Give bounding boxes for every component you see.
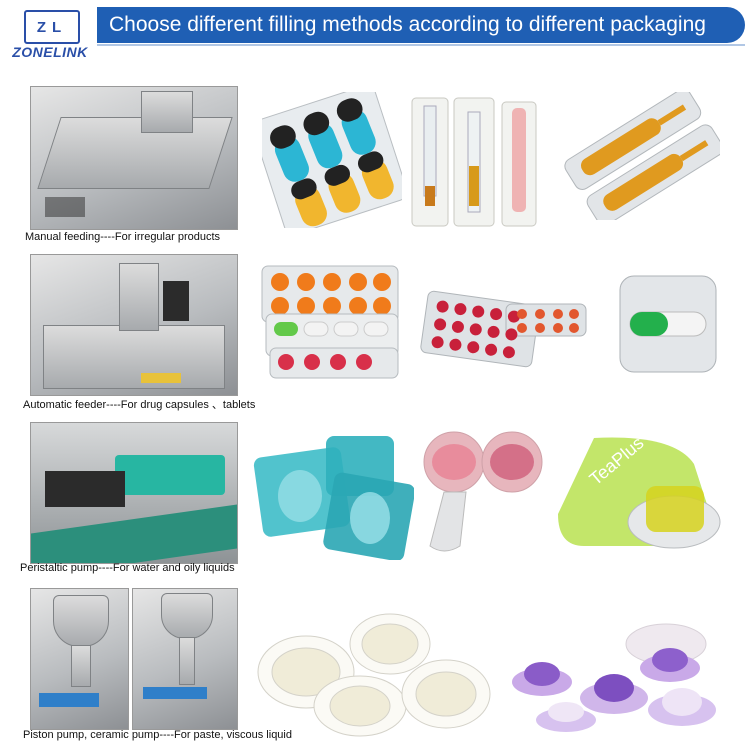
page-title: Choose different filling methods accordi… bbox=[97, 7, 745, 43]
automatic-feeder-machine-photo bbox=[30, 254, 238, 396]
tea-jelly-cup-photo: TeaPlus bbox=[558, 434, 721, 549]
paste-cup-photo bbox=[257, 613, 491, 737]
logo-text: ZONELINK bbox=[12, 44, 88, 60]
syringe-blister-photo bbox=[411, 97, 537, 227]
peristaltic-pump-machine-photo bbox=[30, 422, 238, 564]
purple-cup-photo bbox=[512, 623, 716, 732]
logo-mark: ZL bbox=[24, 10, 80, 44]
manual-feeding-machine-photo bbox=[30, 86, 238, 230]
ceramic-pump-machine-photo bbox=[132, 588, 238, 730]
teal-liquid-blister-photo bbox=[253, 436, 414, 560]
header-divider bbox=[97, 44, 745, 46]
red-tablet-blister-photo bbox=[420, 290, 587, 368]
row-caption: Peristaltic pump----For water and oily l… bbox=[20, 562, 235, 574]
tablet-blister-photo bbox=[261, 265, 399, 379]
row-caption: Automatic feeder----For drug capsules 、t… bbox=[23, 399, 256, 411]
logo: ZL ZONELINK bbox=[8, 6, 88, 60]
row-caption: Manual feeding----For irregular products bbox=[25, 231, 221, 243]
pink-liquid-cup-photo bbox=[423, 431, 543, 552]
ampoule-blister-photo bbox=[564, 92, 720, 220]
single-capsule-blister-photo bbox=[619, 275, 717, 373]
piston-pump-machine-photo bbox=[30, 588, 129, 730]
capsule-blister-photo bbox=[262, 92, 402, 228]
row-caption: Piston pump, ceramic pump----For paste, … bbox=[23, 729, 292, 741]
